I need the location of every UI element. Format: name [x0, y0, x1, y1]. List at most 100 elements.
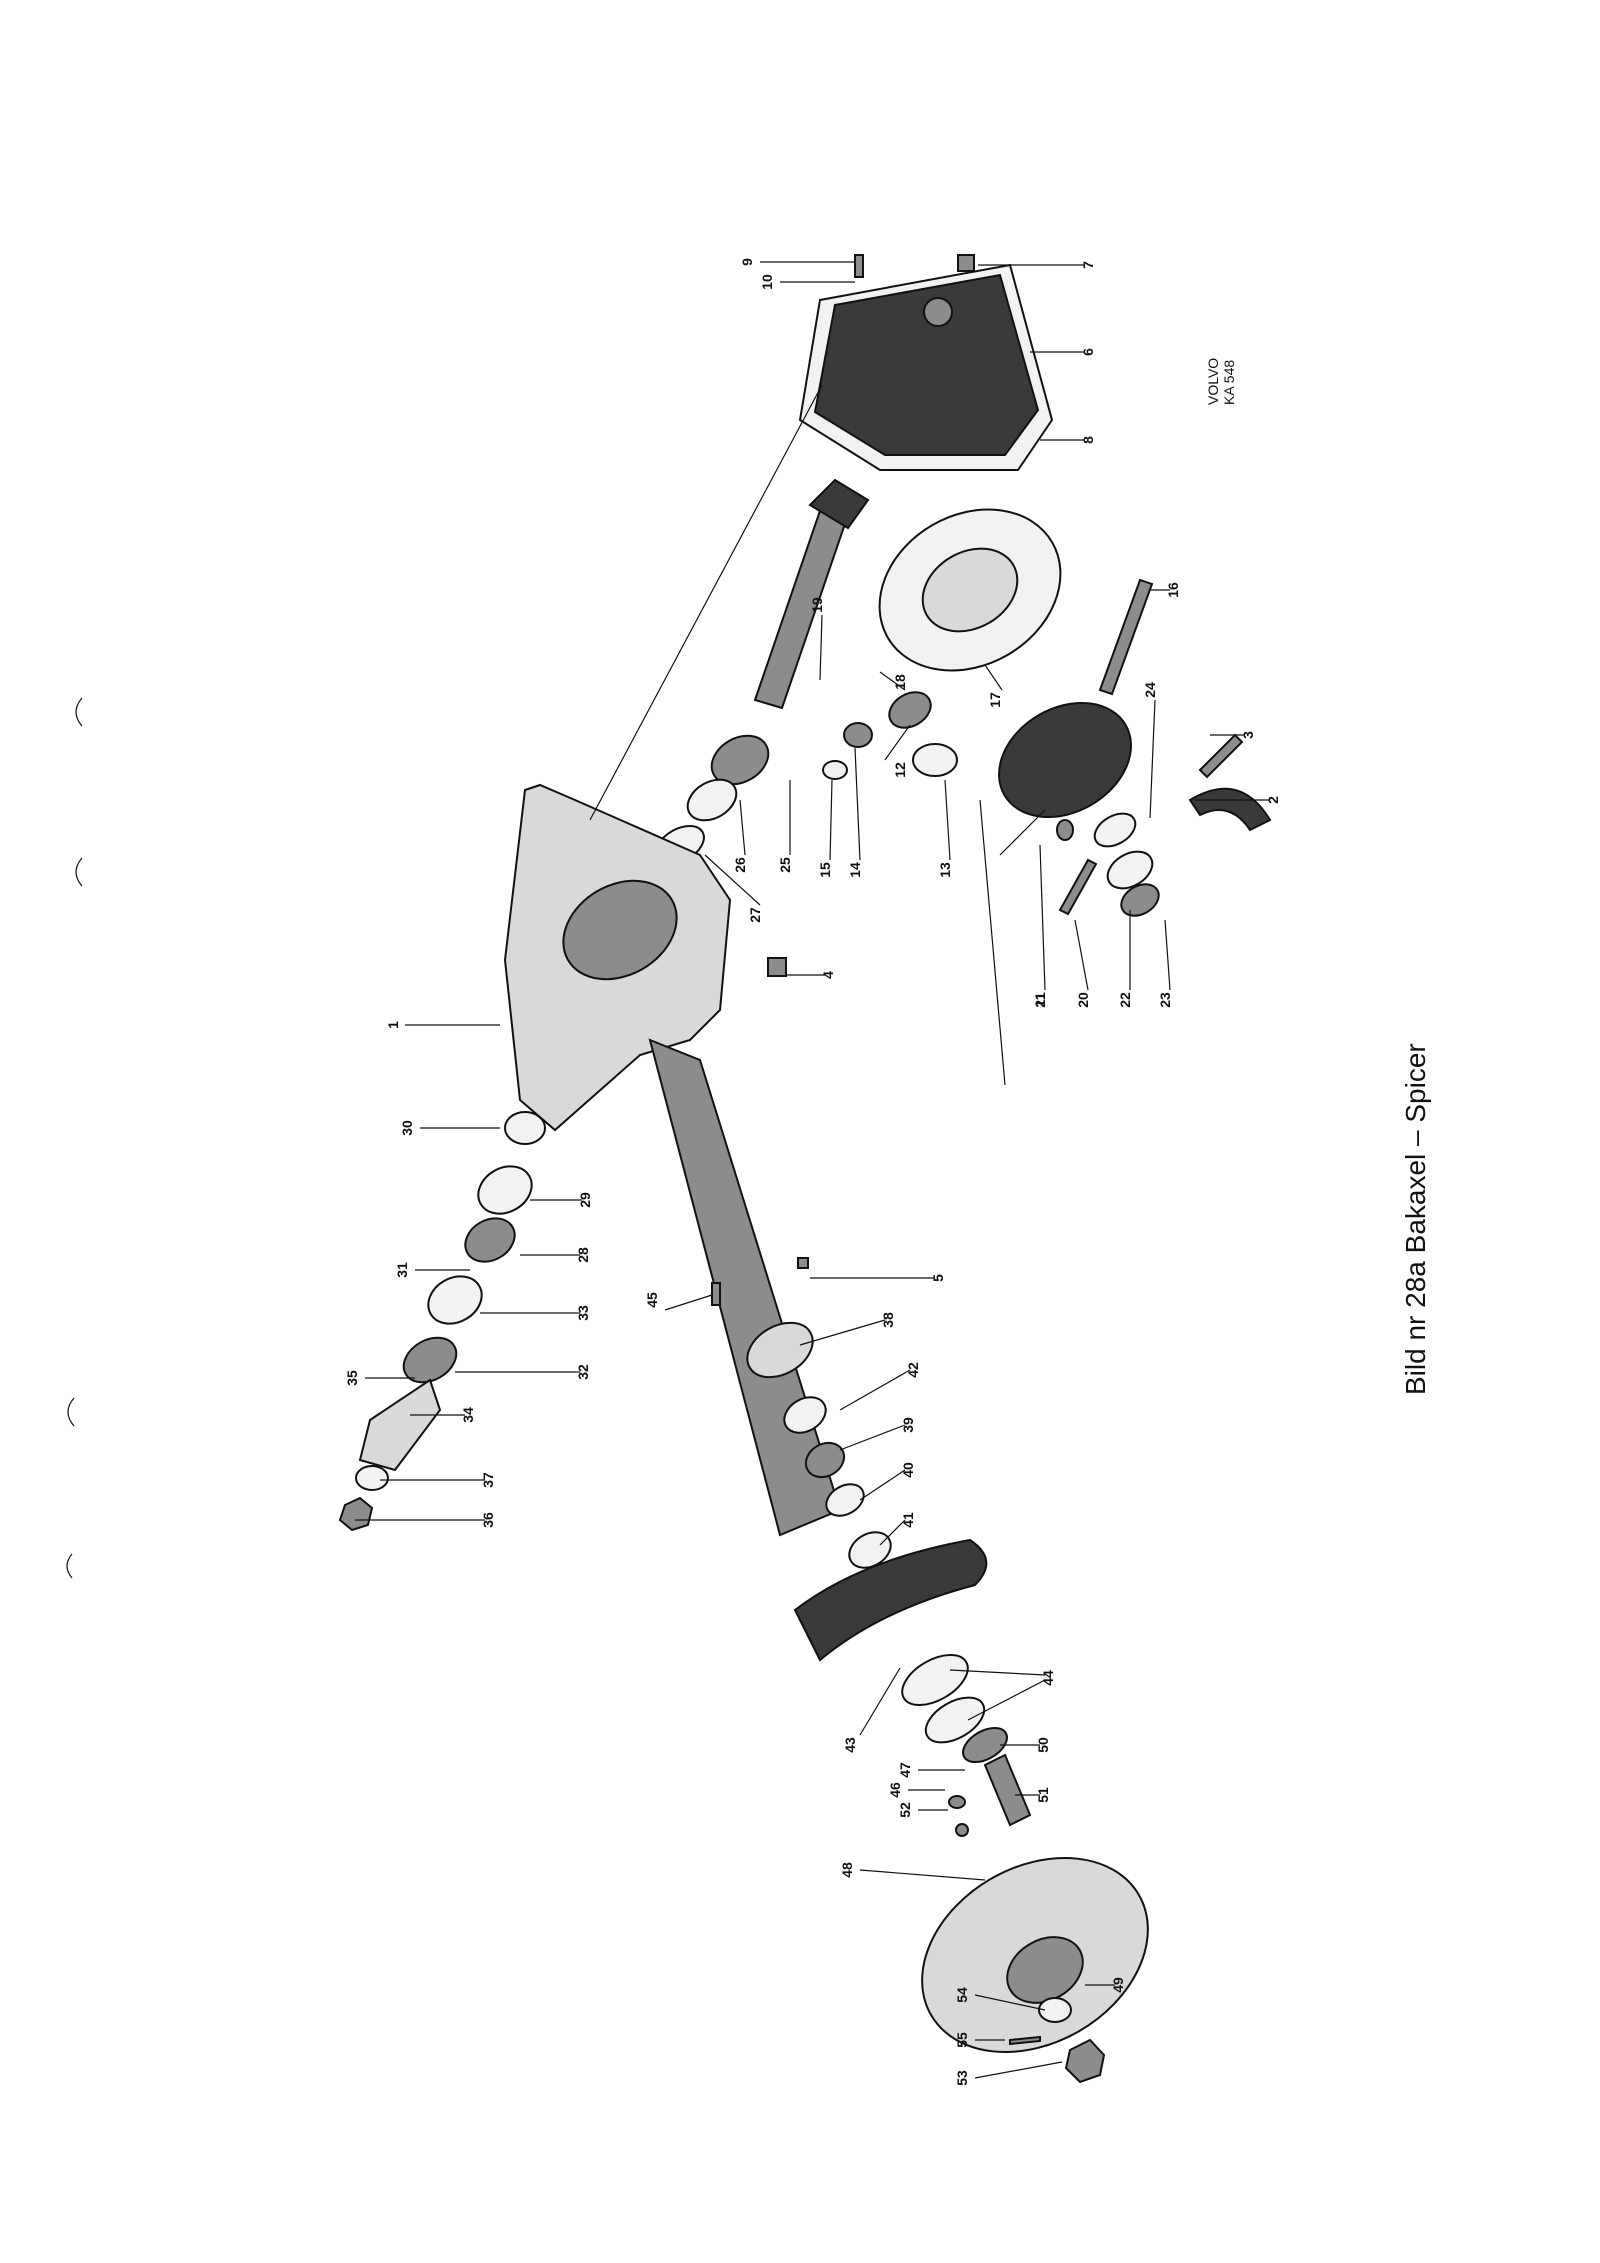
callout-13: 13 [937, 862, 953, 878]
callout-50: 50 [1035, 1737, 1051, 1753]
callout-19: 19 [809, 597, 825, 613]
binder-marks [66, 697, 83, 1579]
callout-25: 25 [777, 857, 793, 873]
callout-37: 37 [480, 1472, 496, 1488]
callout-14: 14 [847, 862, 863, 878]
callout-20: 20 [1075, 992, 1091, 1008]
axle-retainer [962, 1726, 1008, 1764]
callout-4: 4 [820, 971, 836, 979]
diff-pinion-washer [822, 760, 848, 780]
tube-bolt [711, 1282, 721, 1306]
callout-49: 49 [1110, 1977, 1126, 1993]
drawing-code-line1: VOLVO [1205, 358, 1221, 405]
cotter-pin [1009, 2035, 1041, 2046]
callout-51: 51 [1035, 1787, 1051, 1803]
callout-21: 21 [1032, 992, 1048, 1008]
callout-6: 6 [1080, 348, 1096, 356]
callout-34: 34 [460, 1407, 476, 1423]
callout-55: 55 [954, 2032, 970, 2048]
ring-gear-bore [921, 547, 1019, 633]
oil-slinger [427, 1275, 483, 1325]
callout-28: 28 [575, 1247, 591, 1263]
callout-33: 33 [575, 1305, 591, 1321]
cover-bolt [854, 254, 864, 278]
breather [767, 957, 787, 977]
housing-opening [562, 879, 678, 981]
callout-2: 2 [1265, 796, 1281, 804]
outer-bearing [464, 1217, 516, 1263]
filler-plug [957, 254, 975, 272]
callout-45: 45 [644, 1292, 660, 1308]
companion-flange [358, 1378, 442, 1472]
callout-1: 1 [385, 1021, 401, 1029]
pinion-gear [808, 478, 870, 530]
callout-18: 18 [892, 674, 908, 690]
callout-5: 5 [930, 1274, 946, 1282]
callout-47: 47 [897, 1762, 913, 1778]
callout-11: 11 [1032, 992, 1048, 1007]
callout-23: 23 [1157, 992, 1173, 1008]
key [948, 1795, 966, 1809]
callout-10: 10 [759, 274, 775, 290]
bearing-spacer [825, 1483, 865, 1517]
brake-backing-plate [793, 1538, 988, 1662]
bolt-lock [1056, 819, 1074, 841]
drawing-code-line2: KA 548 [1221, 360, 1237, 405]
callout-30: 30 [399, 1120, 415, 1136]
callout-29: 29 [577, 1192, 593, 1208]
callout-48: 48 [839, 1862, 855, 1878]
callout-17: 17 [987, 692, 1003, 708]
ring-gear-bolt [1058, 858, 1098, 916]
wheel-bearing [804, 1441, 846, 1479]
diff-pinion [843, 722, 873, 748]
binder-mark [75, 857, 83, 887]
hub-washer [1038, 1997, 1072, 2023]
side-bearing-cup [1106, 850, 1154, 890]
callout-22: 22 [1117, 992, 1133, 1008]
side-bearing [1120, 883, 1160, 917]
callout-36: 36 [480, 1512, 496, 1528]
axle-shaft-end [983, 1753, 1032, 1827]
pinion-bearing [710, 734, 770, 786]
thrust-washer [912, 743, 958, 777]
parts [338, 254, 1272, 2084]
callout-9: 9 [739, 258, 755, 266]
tube-flange [746, 1321, 814, 1379]
side-gear [888, 691, 932, 729]
pinion-cup [686, 778, 738, 822]
drawing-code: VOLVO KA 548 [1205, 358, 1237, 405]
flange-nut [338, 1496, 374, 1532]
callout-26: 26 [732, 857, 748, 873]
binder-mark [75, 697, 83, 727]
callout-31: 31 [394, 1262, 410, 1278]
oil-seal [402, 1336, 458, 1384]
callout-41: 41 [900, 1512, 916, 1528]
cross-shaft [1098, 578, 1154, 696]
callout-40: 40 [900, 1462, 916, 1478]
callout-24: 24 [1142, 682, 1158, 698]
differential-case [998, 701, 1132, 819]
leader-lines [355, 261, 1270, 2079]
bearing-cap [1188, 787, 1272, 832]
assembly-guide-line [979, 799, 1006, 1086]
binder-mark [67, 1397, 75, 1427]
assembly-guide-line [589, 384, 823, 821]
pinion-shaft [753, 503, 850, 710]
callout-38: 38 [880, 1312, 896, 1328]
callout-27: 27 [747, 907, 763, 923]
seal-ring [504, 1111, 546, 1145]
callout-7: 7 [1080, 261, 1096, 269]
woodruff-key [955, 1823, 969, 1837]
callout-12: 12 [892, 762, 908, 778]
callout-35: 35 [344, 1370, 360, 1386]
backing-plate-gasket [901, 1654, 969, 1706]
side-bearing-shim [1093, 812, 1137, 848]
cover-plug-boss [923, 297, 953, 327]
callout-8: 8 [1080, 436, 1096, 444]
hub-nut [1064, 2038, 1106, 2084]
callout-43: 43 [842, 1737, 858, 1753]
wheel-bearing-cup [783, 1396, 827, 1434]
